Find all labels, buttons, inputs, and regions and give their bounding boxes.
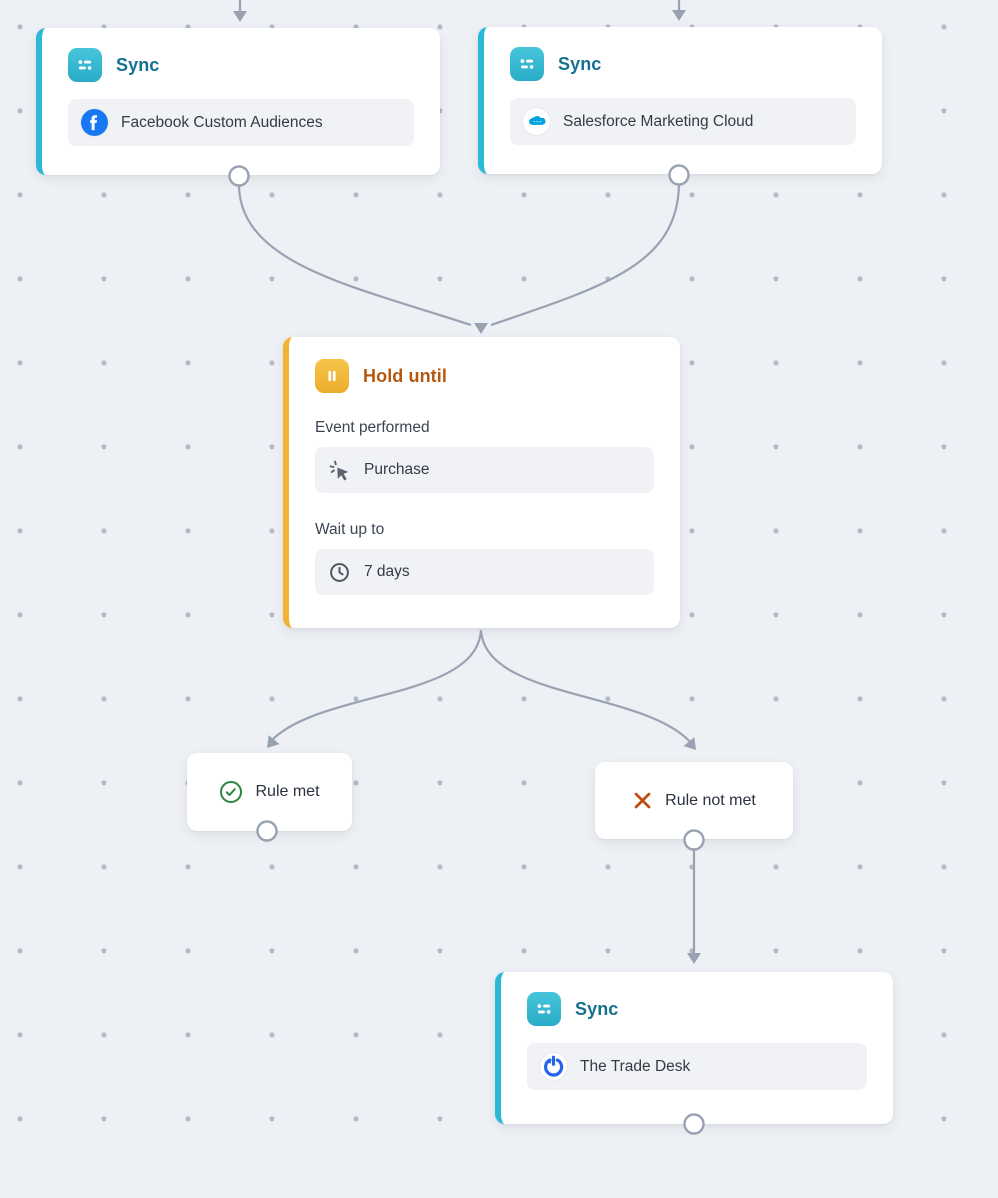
node-rule-met[interactable]: Rule met	[187, 753, 352, 831]
node-header: Sync	[510, 47, 856, 81]
cursor-click-icon	[328, 459, 351, 482]
pause-icon	[315, 359, 349, 393]
sync-icon	[527, 992, 561, 1026]
arrowhead	[687, 953, 701, 964]
node-sync-tradedesk[interactable]: Sync The Trade Desk	[495, 972, 893, 1124]
arrowhead	[474, 323, 488, 334]
edge-hold-to-rule-met	[270, 629, 483, 742]
arrowhead	[672, 10, 686, 21]
node-header: Sync	[527, 992, 867, 1026]
port-sync-facebook-out[interactable]	[228, 165, 250, 187]
wait-up-to-label: Wait up to	[315, 521, 385, 538]
destination-label: Facebook Custom Audiences	[121, 113, 323, 131]
sync-icon	[510, 47, 544, 81]
node-title: Sync	[116, 54, 160, 75]
node-title: Sync	[575, 998, 619, 1019]
port-sync-salesforce-out[interactable]	[668, 164, 690, 186]
node-sync-salesforce[interactable]: Sync Salesforce Marketing Cloud	[478, 27, 882, 174]
port-rule-met-out[interactable]	[256, 820, 278, 842]
sync-icon	[68, 48, 102, 82]
clock-icon	[328, 561, 351, 584]
rule-not-met-label: Rule not met	[665, 791, 756, 809]
port-rule-not-met-out[interactable]	[683, 829, 705, 851]
edge-salesforce-to-hold	[490, 184, 681, 327]
edge-facebook-to-hold	[237, 185, 472, 327]
node-sync-facebook[interactable]: Sync Facebook Custom Audiences	[36, 28, 440, 175]
destination-label: The Trade Desk	[580, 1057, 691, 1075]
arrowhead	[683, 737, 696, 750]
node-header: Sync	[68, 48, 414, 82]
event-value: Purchase	[364, 461, 430, 478]
node-title: Hold until	[363, 365, 447, 386]
salesforce-icon	[523, 108, 550, 135]
destination-pill-tradedesk[interactable]: The Trade Desk	[527, 1043, 867, 1090]
destination-label: Salesforce Marketing Cloud	[563, 112, 754, 130]
check-circle-icon	[219, 780, 243, 804]
x-icon	[632, 790, 653, 811]
destination-pill-facebook[interactable]: Facebook Custom Audiences	[68, 99, 414, 146]
edge-hold-to-rule-not-met	[479, 629, 693, 745]
destination-pill-salesforce[interactable]: Salesforce Marketing Cloud	[510, 98, 856, 145]
wait-value-pill[interactable]: 7 days	[315, 549, 654, 595]
arrowhead	[233, 11, 247, 22]
wait-value: 7 days	[364, 563, 410, 580]
port-sync-tradedesk-out[interactable]	[683, 1113, 705, 1135]
node-rule-not-met[interactable]: Rule not met	[595, 762, 793, 839]
node-header: Hold until	[315, 359, 654, 393]
node-hold-until[interactable]: Hold until Event performed Purchase	[283, 337, 680, 628]
node-title: Sync	[558, 53, 602, 74]
rule-met-label: Rule met	[255, 783, 320, 800]
event-value-pill[interactable]: Purchase	[315, 447, 654, 493]
tradedesk-icon	[540, 1053, 567, 1080]
facebook-icon	[81, 109, 108, 136]
event-performed-label: Event performed	[315, 419, 430, 436]
arrowhead	[267, 735, 280, 748]
